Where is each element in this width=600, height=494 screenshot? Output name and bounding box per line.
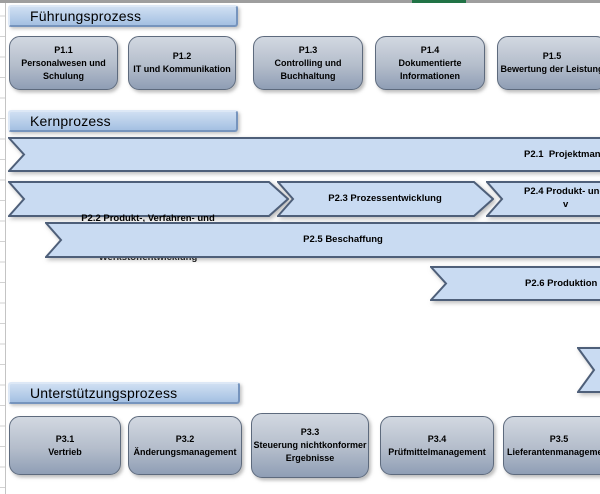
box-code: P1.2 [172,51,192,61]
box-label-line: Lieferantenmanagement [506,446,600,457]
box-label-line: Vertrieb [48,446,82,457]
process-arrow-p2-5[interactable]: P2.5 Beschaffung [45,222,600,258]
section-header-leadership[interactable]: Führungsprozess [8,5,238,27]
box-code: P1.3 [298,44,318,55]
section-title: Unterstützungsprozess [30,385,178,401]
process-box-p3-4[interactable]: P3.4 Prüfmittelmanagement [380,416,494,475]
section-title: Kernprozess [30,113,111,129]
arrow-label-line: P2.2 Produkt-, Verfahren- und [81,213,215,224]
process-box-p1-4[interactable]: P1.4 Dokumentierte Informationen [375,36,485,90]
chevron-arrow-shape [277,181,494,217]
chevron-banner-shape [577,347,600,393]
box-label-line: Schulung [43,70,84,81]
box-code: P3.3 [300,427,320,437]
chevron-banner-shape [430,266,600,301]
process-arrow-p2-1[interactable]: P2.1 Projektmanagement [8,137,600,172]
chevron-banner-shape [45,222,600,258]
box-label-line: Personalwesen und [21,57,106,68]
chevron-banner-shape [8,137,600,172]
chevron-banner-shape [486,181,600,217]
arrow-label-line: v [563,199,569,210]
process-arrow-p2-6[interactable]: P2.6 Produktion [430,266,600,301]
box-code: P1.4 [420,44,440,55]
arrow-label-line: P2.4 Produkt- und [524,186,600,197]
box-code: P3.4 [427,433,447,444]
chevron-arrow-shape [8,181,289,217]
box-label-line: Änderungsmanagement [133,446,237,457]
box-code: P1.5 [542,51,562,61]
process-arrow-p2-7-partial[interactable] [577,347,600,393]
process-box-p1-1[interactable]: P1.1 Personalwesen und Schulung [9,36,118,90]
box-label-line: Steuerung nichtkonformer [253,440,367,450]
box-code: P3.5 [549,433,569,444]
box-label-line: Ergebnisse [285,453,335,463]
box-label-line: Bewertung der Leistung [500,64,600,74]
process-arrow-p2-3[interactable]: P2.3 Prozessentwicklung [277,181,494,217]
arrow-label: P2.5 Beschaffung [303,234,383,245]
box-code: P3.2 [175,433,195,444]
section-title: Führungsprozess [30,8,142,24]
section-header-core[interactable]: Kernprozess [8,110,238,132]
process-box-p1-2[interactable]: P1.2 IT und Kommunikation [128,36,236,90]
box-label-line: Prüfmittelmanagement [388,446,486,457]
excel-green-accent [412,0,466,3]
arrow-label: P2.6 Produktion [525,278,598,289]
spreadsheet-row-gutter [0,3,6,494]
process-box-p1-3[interactable]: P1.3 Controlling und Buchhaltung [253,36,363,90]
process-box-p1-5[interactable]: P1.5 Bewertung der Leistung [497,36,600,90]
box-label-line: Informationen [400,70,460,81]
process-box-p3-3[interactable]: P3.3 Steuerung nichtkonformer Ergebnisse [251,413,369,478]
process-arrow-p2-4[interactable]: P2.4 Produkt- und v [486,181,600,217]
process-box-p3-1[interactable]: P3.1 Vertrieb [9,416,121,475]
arrow-label: P2.3 Prozessentwicklung [328,193,442,204]
window-top-edge [0,0,600,3]
process-arrow-p2-2[interactable]: P2.2 Produkt-, Verfahren- und Werkstoffe… [8,181,289,263]
box-label-line: Buchhaltung [280,70,336,81]
box-label-line: IT und Kommunikation [133,64,231,74]
process-box-p3-2[interactable]: P3.2 Änderungsmanagement [128,416,242,475]
box-label-line: Controlling und [274,57,342,68]
box-label-line: Dokumentierte [398,57,462,68]
section-header-support[interactable]: Unterstützungsprozess [8,382,240,404]
process-box-p3-5[interactable]: P3.5 Lieferantenmanagement [503,416,600,475]
box-code: P1.1 [54,44,73,55]
arrow-label: P2.1 Projektmanagement [524,149,600,160]
box-code: P3.1 [55,433,75,444]
